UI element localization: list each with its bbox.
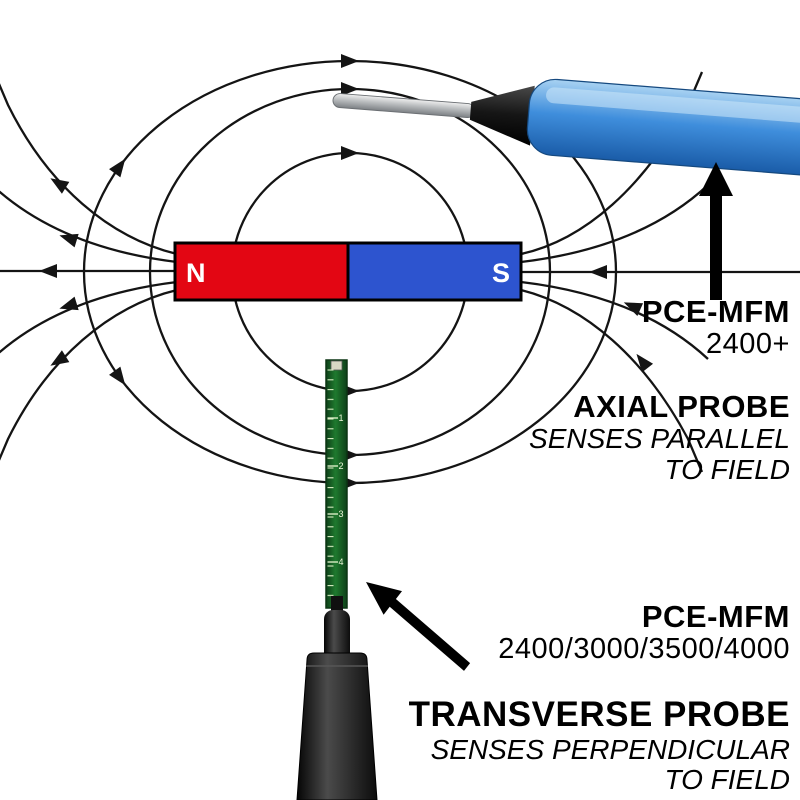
- field-line-upper-right-2: [520, 184, 709, 264]
- transverse-probe: 1 2 3 4: [296, 359, 378, 800]
- svg-text:2: 2: [338, 461, 343, 471]
- field-line-lower-right-2: [520, 280, 709, 360]
- pcb-tick-marks: [326, 366, 347, 602]
- transverse-model-label: PCE-MFM 2400/3000/3500/4000: [498, 599, 790, 666]
- pcb-long-ticks: [327, 417, 338, 563]
- axial-probe-desc-1: SENSES PARALLEL: [529, 423, 790, 455]
- svg-text:1: 1: [338, 413, 343, 423]
- probe-handle-body: [296, 652, 378, 800]
- transverse-probe-desc-1: SENSES PERPENDICULAR: [430, 733, 790, 765]
- probe-neck: [324, 610, 350, 662]
- transverse-probe-desc-2: TO FIELD: [664, 764, 790, 796]
- axial-model-number: 2400+: [706, 328, 790, 361]
- bar-magnet: N S: [173, 241, 523, 302]
- axial-model-name: PCE-MFM: [641, 294, 790, 329]
- transverse-model-numbers: 2400/3000/3500/4000: [498, 633, 790, 666]
- svg-text:4: 4: [338, 557, 343, 567]
- field-line-lower-left-1: [0, 288, 178, 461]
- arrow-to-transverse-probe: [366, 582, 471, 671]
- transverse-model-name: PCE-MFM: [641, 599, 790, 634]
- axial-probe-label: AXIAL PROBE SENSES PARALLEL TO FIELD: [529, 389, 790, 486]
- magnet-north-label: N: [186, 258, 206, 288]
- axial-probe: [332, 78, 800, 191]
- pcb-ruler-numbers: 1 2 3 4: [338, 413, 343, 567]
- transverse-probe-label: TRANSVERSE PROBE SENSES PERPENDICULAR TO…: [408, 695, 790, 796]
- arrow-to-axial-probe: [699, 162, 733, 300]
- axial-probe-title: AXIAL PROBE: [573, 389, 790, 424]
- axial-probe-highlight: [546, 87, 800, 139]
- magnet-south-half: [346, 241, 523, 302]
- transverse-probe-title: TRANSVERSE PROBE: [408, 695, 790, 734]
- magnet-south-label: S: [492, 258, 510, 288]
- axial-model-label: PCE-MFM 2400+: [641, 294, 790, 361]
- svg-text:3: 3: [338, 509, 343, 519]
- axial-probe-desc-2: TO FIELD: [664, 453, 790, 485]
- field-line-upper-left-1: [0, 83, 178, 256]
- field-line-lower-right-1: [520, 288, 704, 473]
- axial-probe-collar: [469, 85, 535, 146]
